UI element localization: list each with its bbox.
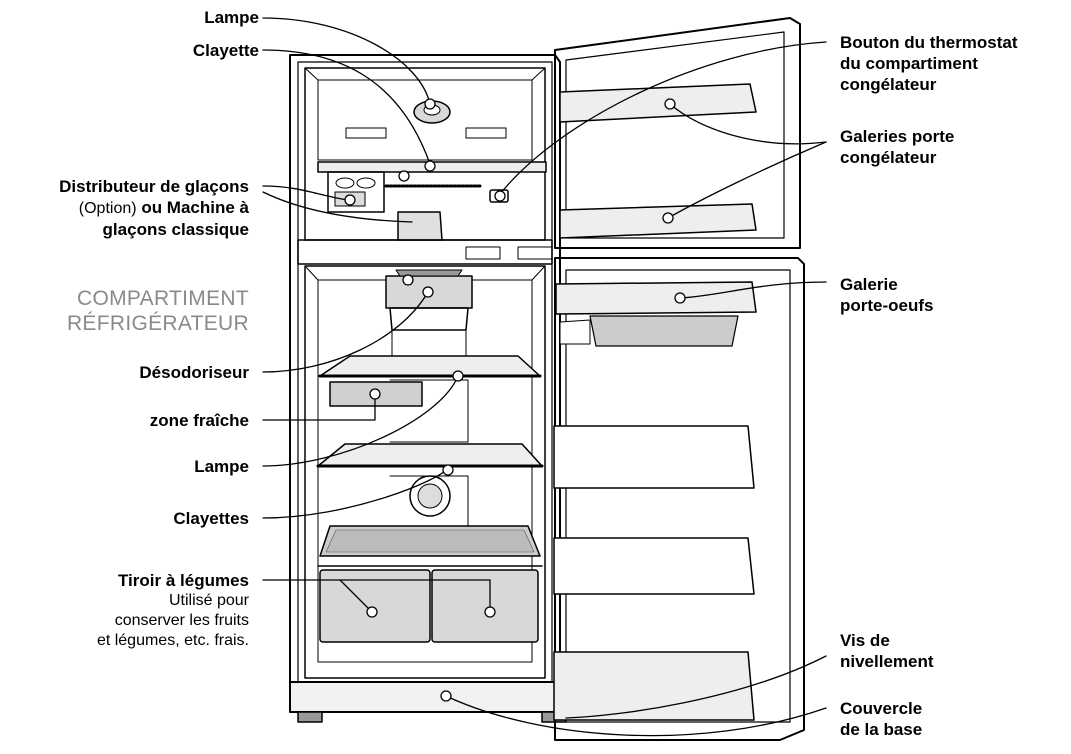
fridge-door	[554, 257, 805, 741]
label-thermostat: Bouton du thermostat du compartiment con…	[840, 33, 1018, 94]
section-heading-refrigerateur: COMPARTIMENT RÉFRIGÉRATEUR	[66, 287, 249, 335]
label-galerie-oeufs: Galerie porte-oeufs	[840, 275, 934, 315]
fridge-door-bin-1	[553, 425, 755, 489]
label-desodoriseur: Désodoriseur	[139, 363, 249, 382]
crisper-drawer-right	[431, 569, 539, 643]
leader-vis	[565, 655, 827, 719]
fridge-door-bin-2	[553, 537, 755, 595]
label-clayette: Clayette	[192, 41, 259, 60]
leader-galeries	[669, 103, 827, 145]
freezer-thermostat-knob	[489, 189, 509, 203]
fridge-shelf-upper	[319, 355, 541, 377]
label-clayettes: Clayettes	[173, 509, 249, 528]
label-lampe-top: Lampe	[204, 8, 259, 27]
freezer-door	[554, 17, 801, 249]
fridge-door-bin-3	[553, 651, 755, 721]
leader-lampe-mid	[262, 375, 459, 467]
freezer-door-bin-upper	[559, 83, 757, 123]
fridge-compartment	[304, 265, 546, 679]
fridge-shelf-lower	[317, 443, 543, 467]
label-vis-nivellement: Vis de nivellement	[840, 631, 934, 671]
leader-couvercle	[445, 695, 827, 737]
leader-galerie-oeufs	[679, 281, 827, 299]
ice-bin	[397, 211, 443, 241]
freezer-vent-left	[345, 127, 387, 139]
leader-distributeur-a	[262, 185, 349, 201]
leader-zone-fraiche	[262, 393, 376, 421]
leader-tiroir-left	[339, 579, 373, 613]
label-couvercle-base: Couvercle de la base	[840, 699, 923, 739]
leader-lampe-top	[262, 17, 431, 105]
label-zone-fraiche: zone fraîche	[149, 411, 249, 430]
label-lampe-mid: Lampe	[194, 457, 249, 476]
crisper-drawer-left	[319, 569, 431, 643]
label-galeries-porte: Galeries porte congélateur	[840, 127, 955, 167]
ice-dispenser	[327, 171, 385, 213]
leader-thermostat	[499, 41, 827, 195]
leader-distributeur-b	[262, 191, 413, 223]
door-egg-tray	[555, 281, 757, 315]
label-tiroir: Tiroir à légumes Utilisé pour conserver …	[96, 571, 249, 649]
leader-galeries-b	[667, 141, 827, 219]
freezer-vent-right	[465, 127, 507, 139]
label-distributeur: Distributeur de glaçons (Option) ou Mach…	[59, 177, 249, 239]
leader-tiroir	[262, 579, 491, 613]
leader-clayette	[262, 49, 431, 165]
cabinet-outline	[289, 54, 561, 691]
freezer-door-bin-lower	[559, 203, 757, 239]
leader-clayettes	[262, 467, 449, 519]
leader-desodoriseur	[262, 291, 429, 373]
base-cover	[289, 681, 567, 713]
compartment-divider	[297, 239, 553, 265]
